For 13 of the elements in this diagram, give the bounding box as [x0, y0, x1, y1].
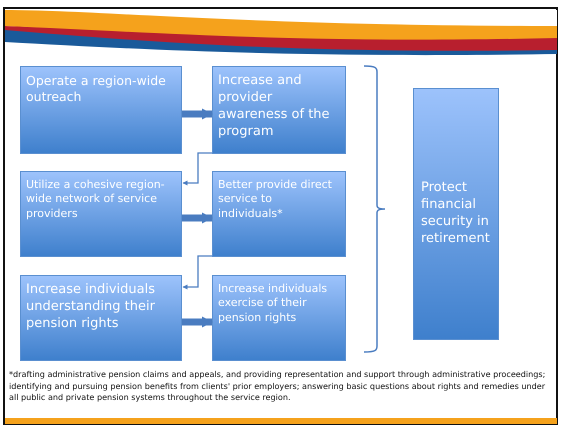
block-arrow: [182, 108, 214, 120]
process-box: Increase individuals understanding their pension rights: [20, 275, 182, 361]
block-arrow: [182, 212, 214, 224]
block-arrow: [182, 316, 214, 328]
process-box: Increase individuals exercise of their pension rights: [212, 275, 346, 361]
process-box: Utilize a cohesive region-wide network of service providers: [20, 171, 182, 257]
process-box: Better provide direct service to individuals*: [212, 171, 346, 257]
goal-box: Protect financial security in retirement: [413, 88, 499, 340]
process-box: Increase and provider awareness of the program: [212, 66, 346, 154]
footnote: *drafting administrative pension claims and appeals, and providing representation and support through administrative proceedings; identifying and pursuing pension benefits from clients' prior employers; answering basic questions about rights and remedies under all public and private pension systems throughout the service region.: [9, 369, 546, 404]
process-box: Operate a region-wide outreach: [20, 66, 182, 154]
elbow-arrow: [182, 152, 212, 186]
elbow-arrow: [182, 255, 212, 290]
